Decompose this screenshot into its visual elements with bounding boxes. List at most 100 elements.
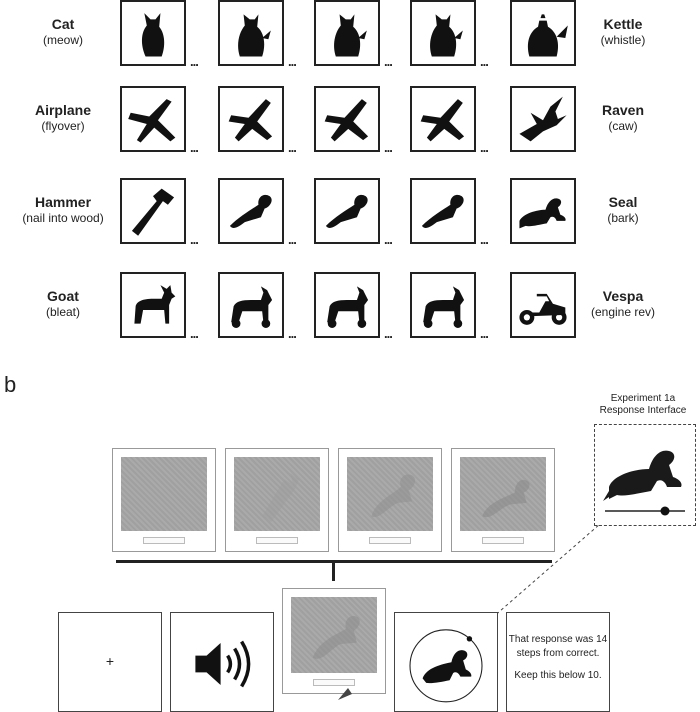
morph-frame — [410, 178, 476, 244]
concept-name: Kettle — [603, 16, 643, 32]
morph-frame — [314, 272, 380, 338]
feedback-line1: That response was 14 — [508, 634, 608, 645]
row-0-left-label: Cat(meow) — [8, 16, 118, 48]
goat-icon — [134, 285, 176, 324]
hammer-seal-morph-icon — [421, 194, 464, 228]
seal-icon — [519, 198, 566, 229]
noise-image — [234, 457, 320, 531]
ellipsis: ... — [190, 54, 199, 69]
fixation-cross: + — [105, 653, 115, 669]
ellipsis: ... — [384, 140, 393, 155]
noisy-frame-3 — [338, 448, 442, 552]
panel-label-b: b — [4, 372, 17, 397]
airplane-raven-morph-icon — [228, 99, 273, 142]
morph-frame — [120, 272, 186, 338]
ellipsis: ... — [480, 54, 489, 69]
ellipsis: ... — [288, 140, 297, 155]
sound-name: (whistle) — [600, 33, 646, 47]
ellipsis: ... — [190, 326, 199, 341]
hammer-seal-morph-icon — [229, 194, 272, 228]
airplane-raven-morph-icon — [420, 99, 465, 142]
inset-connector — [491, 523, 601, 619]
vespa-icon — [519, 293, 567, 325]
ellipsis: ... — [480, 326, 489, 341]
morph-frame — [510, 178, 576, 244]
ellipsis: ... — [384, 232, 393, 247]
concept-name: Airplane — [34, 102, 91, 118]
slider-icon[interactable] — [605, 506, 685, 516]
raven-icon — [519, 96, 567, 142]
ellipsis: ... — [384, 54, 393, 69]
sound-name: (meow) — [42, 33, 83, 47]
morph-frame — [218, 0, 284, 66]
noisy-frame-2 — [225, 448, 329, 552]
hammer-icon — [131, 188, 175, 236]
row-3-right-label: Vespa(engine rev) — [568, 288, 678, 320]
concept-name: Goat — [47, 288, 79, 304]
row-1-right-label: Raven(caw) — [568, 102, 678, 134]
morph-frame — [218, 178, 284, 244]
row-0-right-label: Kettle(whistle) — [568, 16, 678, 48]
sound-name: (caw) — [608, 119, 638, 133]
feedback-line2: steps from correct. — [516, 648, 600, 659]
feedback-panel: That response was 14 steps from correct.… — [506, 612, 610, 712]
ellipsis: ... — [288, 326, 297, 341]
seal-icon — [422, 650, 472, 684]
response-interface-inset — [594, 424, 696, 526]
feedback-line3: Keep this below 10. — [514, 670, 602, 681]
sound-name: (engine rev) — [590, 305, 656, 319]
concept-name: Raven — [601, 102, 645, 118]
noisy-frame-4 — [451, 448, 555, 552]
hammer-seal-morph-icon — [325, 194, 368, 228]
morph-frame — [120, 178, 186, 244]
noisy-frame-1 — [112, 448, 216, 552]
kettle-icon — [527, 14, 568, 57]
morph-frame — [120, 0, 186, 66]
interface-title-line2: Response Interface — [599, 405, 687, 416]
morph-frame — [510, 86, 576, 152]
sound-name: (flyover) — [41, 119, 85, 133]
airplane-raven-morph-icon — [324, 99, 369, 142]
ellipsis: ... — [190, 140, 199, 155]
noise-image — [347, 457, 433, 531]
interface-title-line1: Experiment 1a — [610, 393, 676, 404]
timeline-stem — [332, 563, 335, 581]
noise-image — [460, 457, 546, 531]
fixation-panel: + — [58, 612, 162, 712]
ellipsis: ... — [480, 140, 489, 155]
row-1-left-label: Airplane(flyover) — [8, 102, 118, 134]
noise-image — [121, 457, 207, 531]
row-3-left-label: Goat(bleat) — [8, 288, 118, 320]
concept-name: Hammer — [34, 194, 92, 210]
morph-frame — [410, 86, 476, 152]
cat-kettle-morph-icon — [430, 14, 463, 57]
cat-kettle-morph-icon — [334, 14, 367, 57]
speaker-icon — [195, 640, 251, 688]
row-2-left-label: Hammer(nail into wood) — [8, 194, 118, 226]
morph-frame — [218, 86, 284, 152]
noise-image — [291, 597, 377, 673]
morph-frame — [314, 86, 380, 152]
cat-icon — [141, 13, 165, 57]
morph-frame — [510, 272, 576, 338]
sound-name: (nail into wood) — [22, 211, 104, 225]
morph-frame — [314, 0, 380, 66]
ellipsis: ... — [480, 232, 489, 247]
goat-vespa-morph-icon — [423, 286, 465, 328]
goat-vespa-morph-icon — [327, 286, 369, 328]
morph-frame — [510, 0, 576, 66]
concept-name: Seal — [608, 194, 638, 210]
dial-icon[interactable] — [401, 619, 491, 709]
audio-panel — [170, 612, 274, 712]
morph-frame — [120, 86, 186, 152]
goat-vespa-morph-icon — [231, 286, 273, 328]
concept-name: Vespa — [602, 288, 644, 304]
morph-frame — [410, 0, 476, 66]
cat-kettle-morph-icon — [238, 14, 271, 57]
morph-frame — [410, 272, 476, 338]
airplane-icon — [128, 99, 176, 143]
timeline-bar — [116, 560, 552, 563]
concept-name: Cat — [51, 16, 75, 32]
sound-name: (bark) — [607, 211, 639, 225]
arrow-icon — [338, 688, 352, 700]
